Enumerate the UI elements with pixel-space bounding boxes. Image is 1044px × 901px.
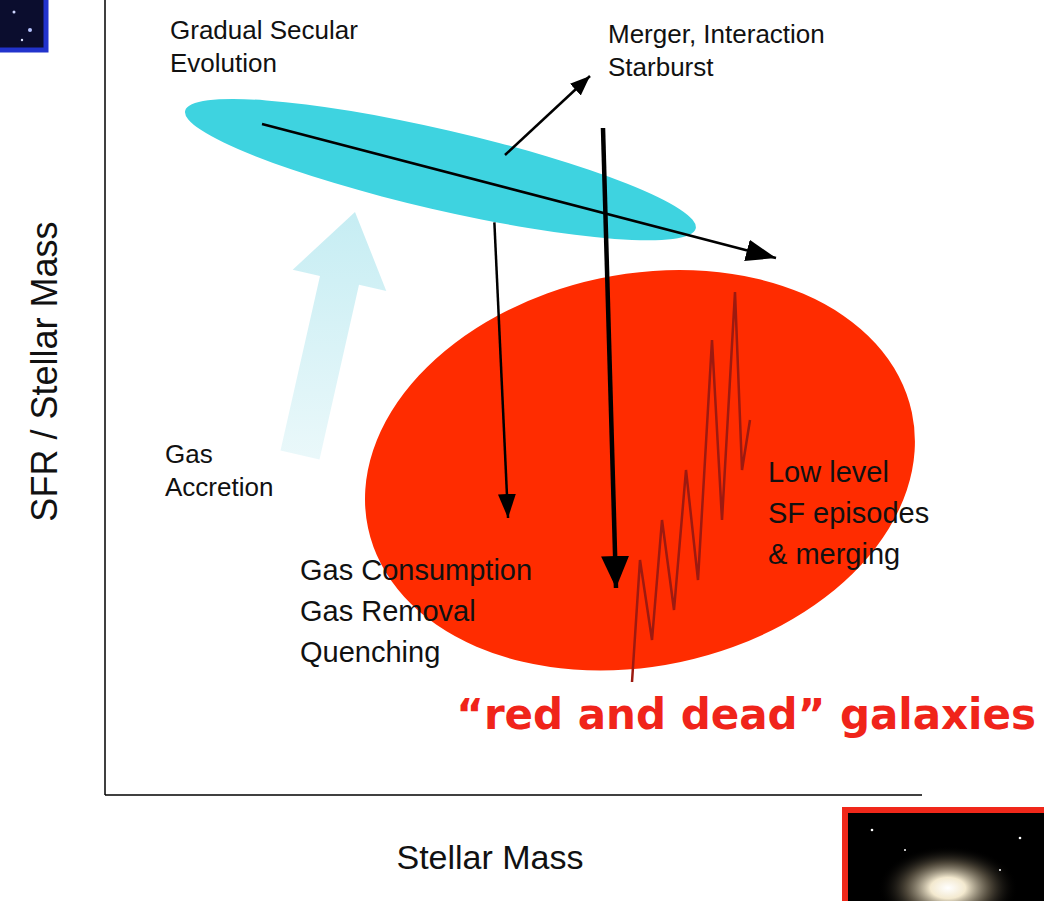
x-axis xyxy=(105,794,922,796)
highlight-label: “red and dead” galaxies xyxy=(456,690,1036,740)
star-dot xyxy=(871,829,874,832)
star-dot xyxy=(13,11,16,14)
text-slot: Gradual Secular Evolution xyxy=(170,14,385,80)
region-note: Low level SF episodes & merging xyxy=(768,452,932,576)
region-heading: Gradual Secular Evolution xyxy=(170,14,385,80)
text-slot: Stellar Mass xyxy=(396,837,583,878)
merger-arrow xyxy=(505,76,590,155)
y-axis xyxy=(104,0,106,795)
starburst-arrow xyxy=(603,128,616,588)
process-label: Merger, Interaction Starburst xyxy=(608,18,858,84)
quenching-arrow xyxy=(494,222,508,518)
star-dot xyxy=(21,39,23,41)
text-slot: SFR / Stellar Mass xyxy=(23,222,66,522)
star-dot xyxy=(999,869,1001,871)
accretion-arrow xyxy=(281,212,387,459)
sf-history-zigzag xyxy=(632,292,750,682)
galaxy-glow xyxy=(878,846,1018,901)
text-slot: “red and dead” galaxies xyxy=(456,690,1036,740)
galaxy-thumbnail xyxy=(0,0,46,50)
text-slot: Gas Consumption Gas Removal Quenching xyxy=(300,550,555,674)
process-label: Gas Accretion xyxy=(165,438,290,504)
star-dot xyxy=(904,849,906,851)
star-dot xyxy=(1019,837,1022,840)
axis-title: SFR / Stellar Mass xyxy=(23,222,66,522)
secular-arrow xyxy=(262,124,776,258)
axis-title: Stellar Mass xyxy=(396,837,583,878)
text-slot: Gas Accretion xyxy=(165,438,290,504)
text-slot: Low level SF episodes & merging xyxy=(768,452,932,576)
region-note: Gas Consumption Gas Removal Quenching xyxy=(300,550,555,674)
text-slot: Merger, Interaction Starburst xyxy=(608,18,858,84)
star-dot xyxy=(28,28,32,32)
quiescent-region: Low level SF episodes & mergingGas Consu… xyxy=(365,270,915,670)
